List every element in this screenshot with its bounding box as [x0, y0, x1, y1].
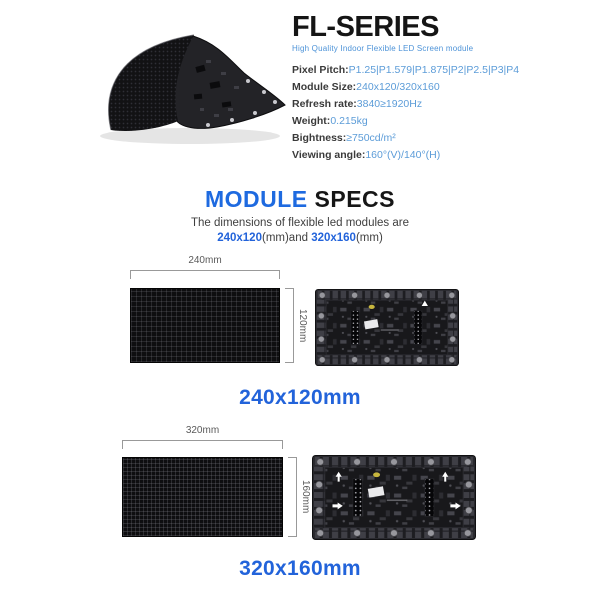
product-header: FL-SERIES High Quality Indoor Flexible L…: [292, 12, 592, 164]
module-front-panel-240x120: [130, 288, 280, 363]
flexible-module-illustration: [100, 34, 286, 144]
module-size-label-320x160: 320x160mm: [239, 557, 361, 580]
module-back-pcb-240x120: [315, 289, 459, 366]
section-description-line1: The dimensions of flexible led modules a…: [191, 217, 409, 229]
module-size-label-240x120: 240x120mm: [239, 386, 361, 409]
pcb-back-graphic: [312, 455, 476, 540]
section-heading-secondary: SPECS: [314, 186, 396, 212]
spec-value: P1.25|P1.579|P1.875|P2|P2.5|P3|P4: [348, 64, 520, 76]
spec-value: 0.215kg: [330, 115, 368, 127]
dimension-height-label: 160mm: [300, 480, 311, 514]
dimension-text-240x120: 240x120: [217, 232, 262, 244]
spec-value: ≥750cd/m²: [346, 132, 396, 144]
dimension-width-label: 240mm: [188, 255, 222, 266]
spec-label: Refresh rate:: [292, 98, 357, 110]
pcb-back-graphic: [315, 289, 459, 366]
section-heading-primary: MODULE: [204, 186, 308, 212]
unit-text: (mm)and: [261, 232, 312, 244]
spec-label: Bightness:: [292, 132, 347, 144]
spec-row-pixel-pitch: Pixel Pitch:P1.25|P1.579|P1.875|P2|P2.5|…: [292, 62, 592, 79]
spec-list: Pixel Pitch:P1.25|P1.579|P1.875|P2|P2.5|…: [292, 62, 592, 164]
spec-row-refresh-rate: Refresh rate:3840≥1920Hz: [292, 96, 592, 113]
dimension-width-bracket: [122, 440, 283, 449]
module-front-panel-320x160: [122, 457, 283, 537]
spec-label: Viewing angle:: [292, 149, 366, 161]
product-title: FL-SERIES: [292, 11, 439, 43]
dimension-text-320x160: 320x160: [311, 232, 356, 244]
spec-label: Module Size:: [292, 81, 357, 93]
dimension-height-bracket: [285, 288, 294, 363]
spec-row-module-size: Module Size:240x120/320x160: [292, 79, 592, 96]
dimension-width-bracket: [130, 270, 280, 279]
dimension-width-label: 320mm: [185, 425, 220, 436]
unit-text: (mm): [355, 232, 383, 244]
section-heading: MODULE SPECS: [0, 186, 600, 213]
spec-label: Weight:: [292, 115, 331, 127]
section-description-line2: 240x120(mm)and 320x160(mm): [0, 231, 600, 246]
spec-row-weight: Weight:0.215kg: [292, 113, 592, 130]
dimension-height-label: 120mm: [297, 308, 308, 343]
module-back-pcb-320x160: [312, 455, 476, 540]
spec-value: 160°(V)/140°(H): [365, 149, 441, 161]
spec-row-brightness: Bightness:≥750cd/m²: [292, 130, 592, 147]
dimension-height-bracket: [288, 457, 297, 537]
product-subtitle: High Quality Indoor Flexible LED Screen …: [292, 44, 474, 53]
spec-row-viewing-angle: Viewing angle:160°(V)/140°(H): [292, 147, 592, 164]
flexible-led-module-photo: [78, 14, 293, 150]
spec-value: 240x120/320x160: [356, 81, 440, 93]
spec-value: 3840≥1920Hz: [356, 98, 423, 110]
spec-label: Pixel Pitch:: [292, 64, 349, 76]
